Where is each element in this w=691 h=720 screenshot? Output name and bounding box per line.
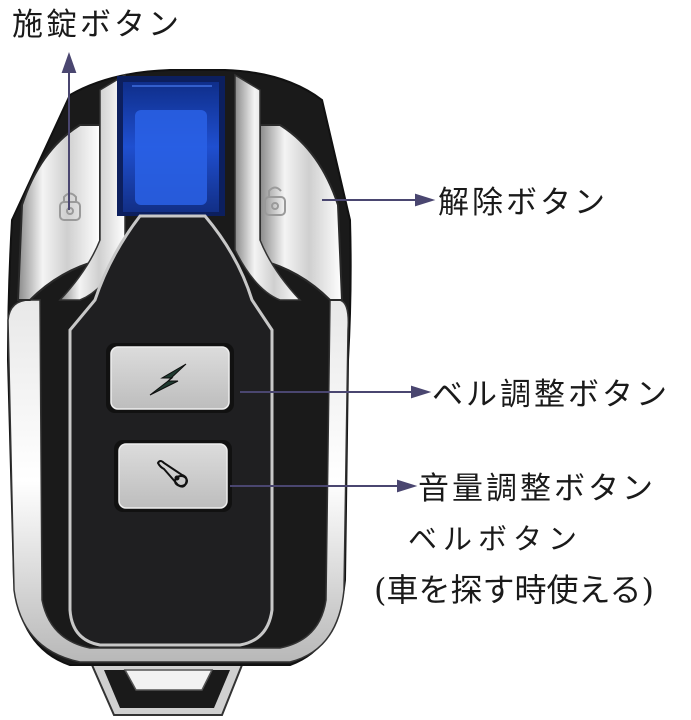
unlock-button-label: 解除ボタン — [438, 185, 608, 221]
lightning-bolt-icon — [149, 363, 187, 396]
annotation-arrows — [61, 51, 436, 493]
volume-bell-button[interactable] — [114, 440, 232, 512]
lock-button-label: 施錠ボタン — [12, 7, 182, 43]
bell-adjust-button[interactable] — [106, 343, 234, 413]
bell-adjust-button-label: ベル調整ボタン — [432, 377, 670, 413]
keyring-loop — [90, 664, 244, 716]
bell-button-note: (車を探す時使える) — [374, 571, 655, 609]
bell-icon — [156, 460, 188, 488]
bell-button-label: ベルボタン — [408, 522, 584, 556]
led-window — [117, 76, 225, 216]
volume-adjust-button-label: 音量調整ボタン — [418, 471, 656, 507]
padlock-open-icon — [264, 186, 286, 216]
fob-face — [68, 214, 274, 647]
